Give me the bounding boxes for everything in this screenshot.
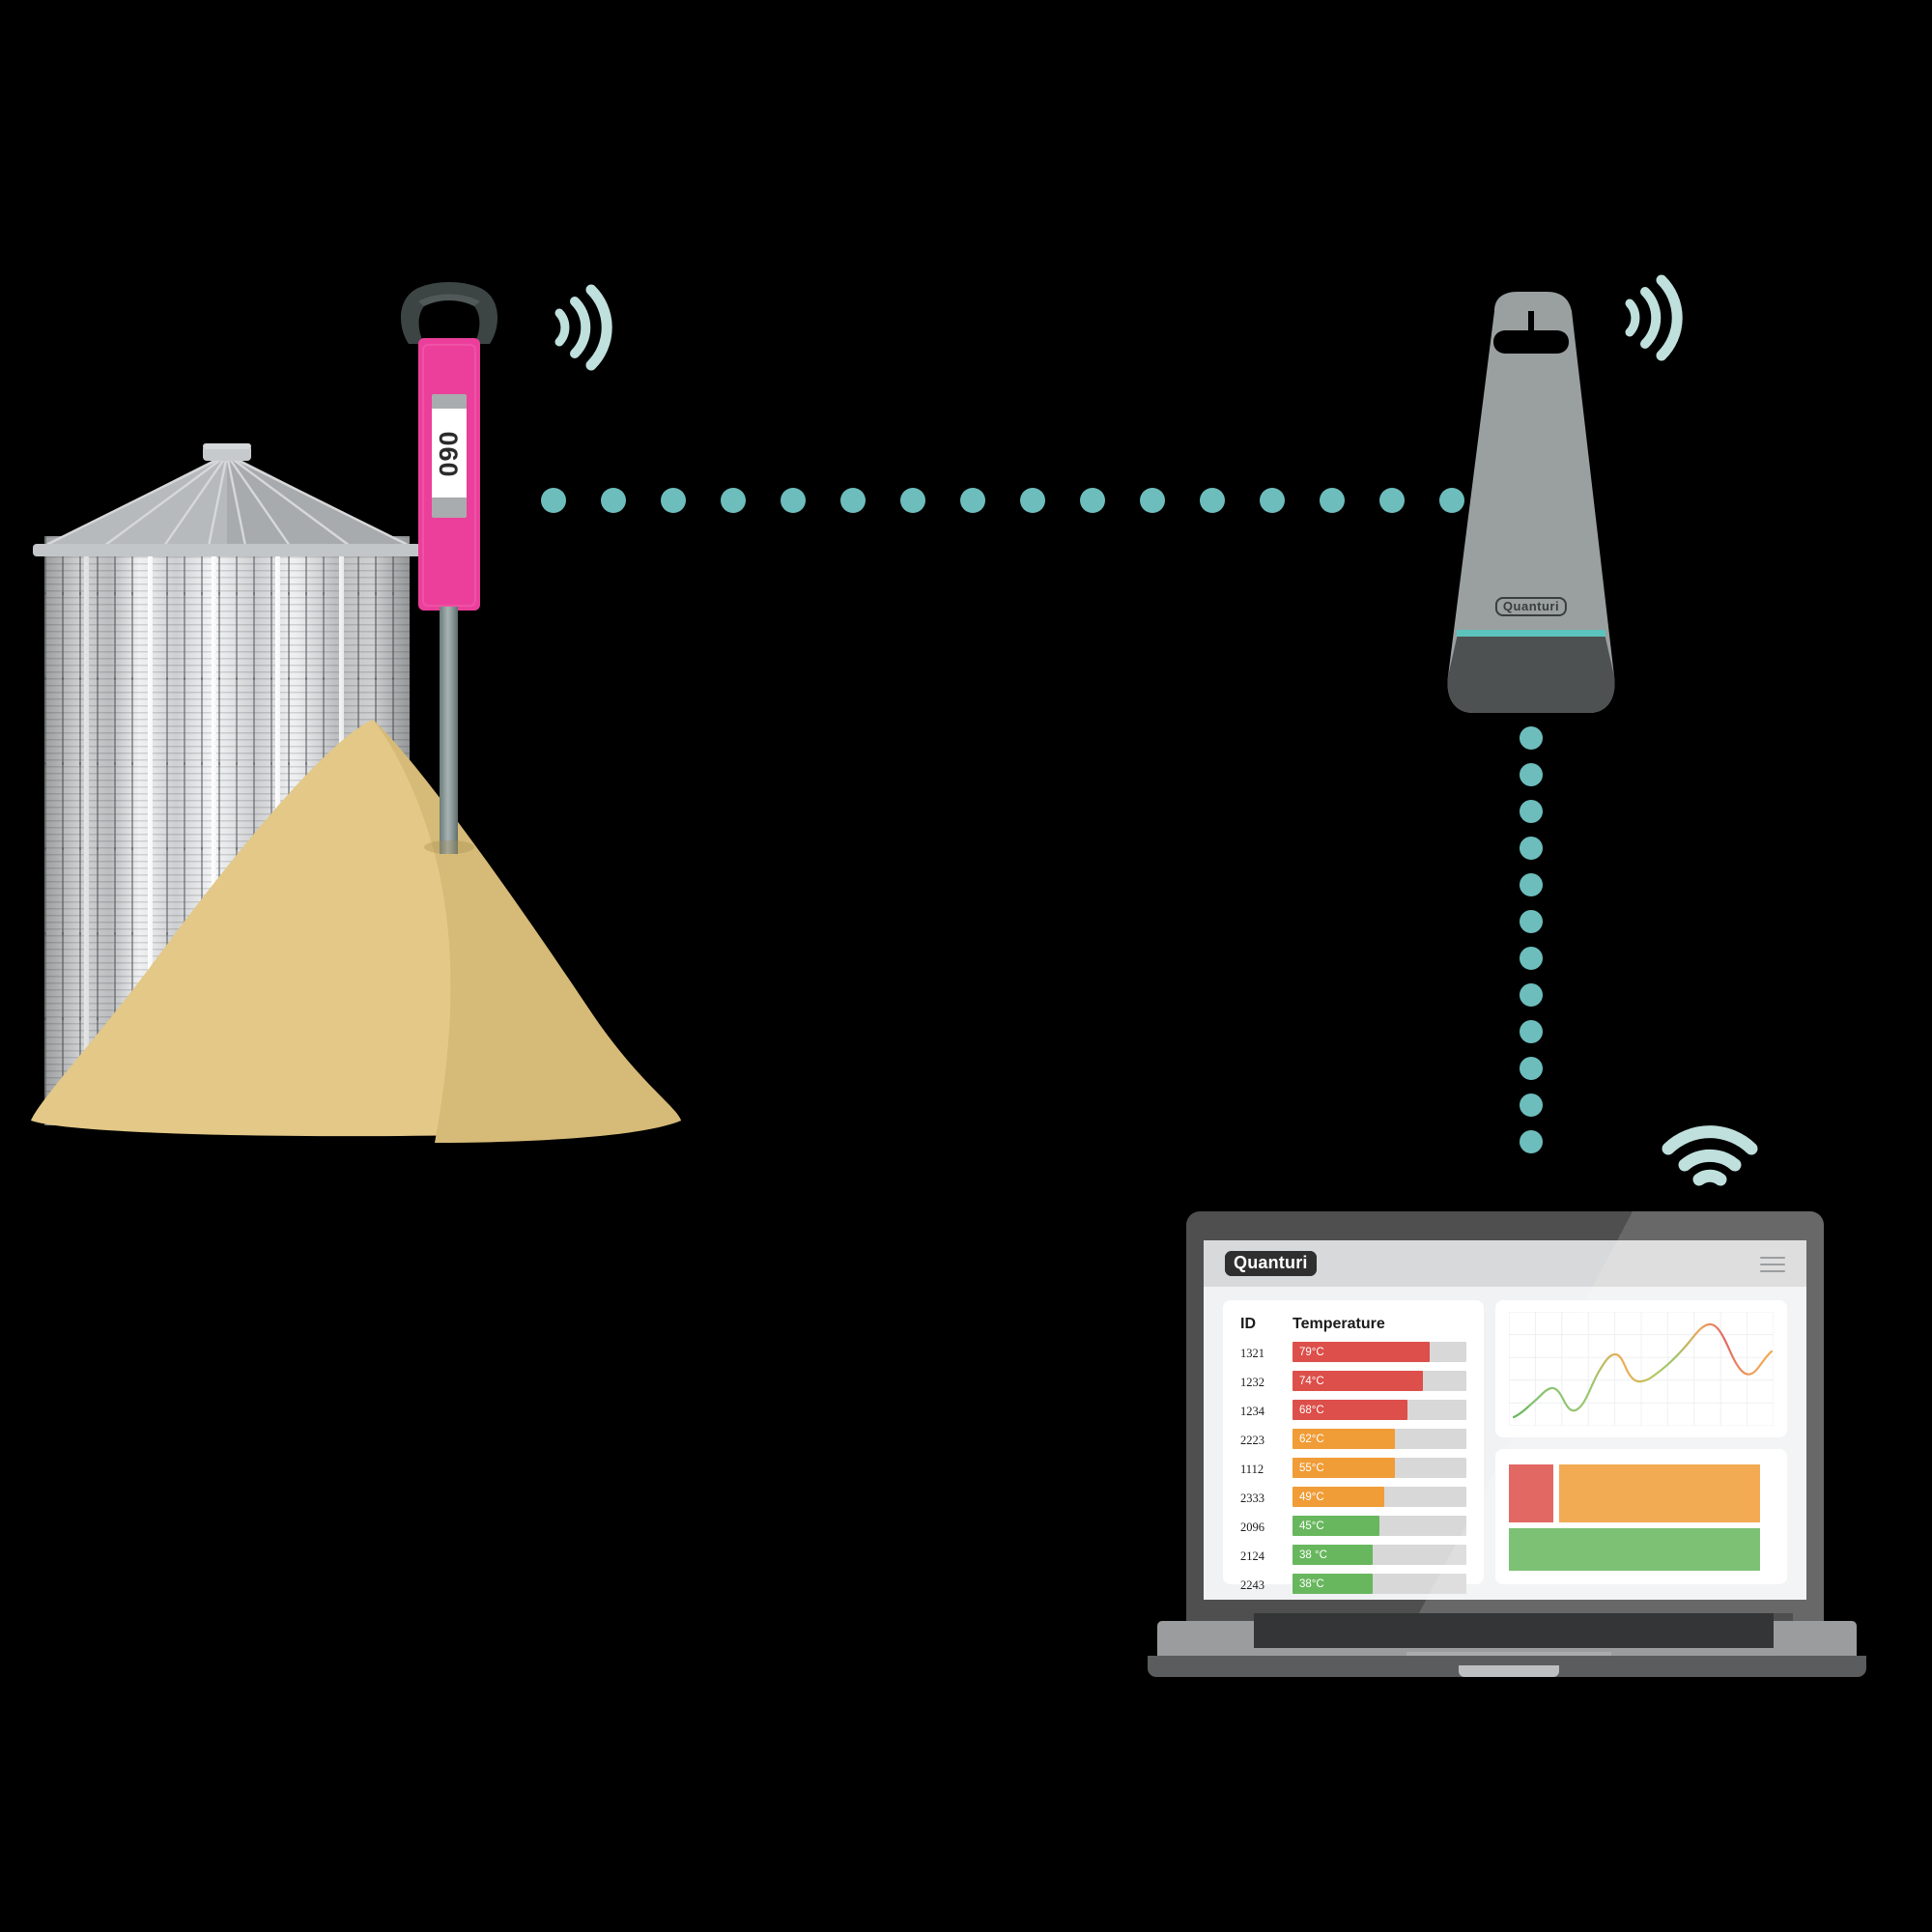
table-header-temperature: Temperature — [1293, 1316, 1385, 1333]
temperature-table-card: ID Temperature 1321 79°C 1232 74°C 1234 — [1223, 1300, 1484, 1594]
row-bar-track: 45°C — [1293, 1516, 1466, 1536]
laptop-keyboard — [1254, 1613, 1774, 1648]
trend-line-chart — [1509, 1312, 1774, 1426]
probe-display-value-wrap: 090 — [432, 409, 467, 497]
row-bar-fill: 79°C — [1293, 1342, 1431, 1362]
row-bar-fill: 68°C — [1293, 1400, 1407, 1420]
quanturi-gateway-device: Quanturi — [1435, 274, 1683, 715]
row-bar-track: 55°C — [1293, 1458, 1466, 1478]
gateway-shell — [1447, 292, 1615, 713]
row-bar-fill: 38 °C — [1293, 1545, 1373, 1565]
silo-roof — [33, 443, 421, 556]
row-id: 2243 — [1240, 1578, 1264, 1593]
block-orange[interactable] — [1559, 1464, 1760, 1522]
gateway-to-laptop-dotted-link — [1520, 726, 1548, 1180]
row-bar-fill: 62°C — [1293, 1429, 1396, 1449]
laptop-lid-gloss — [1186, 1211, 1824, 1627]
row-bar-fill: 74°C — [1293, 1371, 1423, 1391]
row-id: 1232 — [1240, 1376, 1264, 1390]
row-id: 2124 — [1240, 1549, 1264, 1564]
row-id: 1234 — [1240, 1405, 1264, 1419]
probe-to-gateway-dotted-link — [541, 488, 1526, 517]
row-id: 2223 — [1240, 1434, 1264, 1448]
app-header-bar: Quanturi — [1204, 1240, 1806, 1287]
gateway-signal-arcs-icon — [1625, 274, 1683, 361]
row-bar-fill: 45°C — [1293, 1516, 1379, 1536]
row-bar-track: 74°C — [1293, 1371, 1466, 1391]
block-green[interactable] — [1509, 1528, 1760, 1571]
probe-display — [432, 409, 467, 497]
row-bar-track: 79°C — [1293, 1342, 1466, 1362]
wifi-icon — [1662, 1125, 1758, 1186]
probe-display-value: 090 — [434, 429, 464, 477]
block-red[interactable] — [1509, 1464, 1553, 1522]
probe-signal-arcs-icon — [554, 284, 612, 371]
laptop-trackpad-lip — [1459, 1665, 1559, 1677]
hamburger-menu-icon[interactable] — [1760, 1257, 1785, 1272]
row-id: 1112 — [1240, 1463, 1264, 1477]
laptop: Quanturi ID Temperature 1321 79°C 1232 — [1140, 1198, 1874, 1710]
table-header-id: ID — [1240, 1316, 1256, 1333]
row-bar-track: 38°C — [1293, 1574, 1466, 1594]
grain-temperature-probe: 090 — [382, 280, 633, 869]
row-id: 2333 — [1240, 1492, 1264, 1506]
row-id: 2096 — [1240, 1520, 1264, 1535]
row-bar-track: 62°C — [1293, 1429, 1466, 1449]
row-bar-track: 38 °C — [1293, 1545, 1466, 1565]
trend-chart-card — [1495, 1300, 1787, 1437]
row-bar-fill: 49°C — [1293, 1487, 1385, 1507]
row-bar-fill: 38°C — [1293, 1574, 1373, 1594]
probe-shaft — [440, 607, 458, 854]
probe-shaft-shadow — [424, 840, 474, 854]
gateway-brand-label: Quanturi — [1494, 597, 1568, 616]
laptop-screen: Quanturi ID Temperature 1321 79°C 1232 — [1204, 1240, 1806, 1600]
app-logo: Quanturi — [1225, 1251, 1317, 1276]
probe-handle — [400, 282, 498, 344]
row-id: 1321 — [1240, 1347, 1264, 1361]
status-blocks-card — [1495, 1449, 1787, 1584]
row-bar-track: 49°C — [1293, 1487, 1466, 1507]
row-bar-track: 68°C — [1293, 1400, 1466, 1420]
row-bar-fill: 55°C — [1293, 1458, 1396, 1478]
